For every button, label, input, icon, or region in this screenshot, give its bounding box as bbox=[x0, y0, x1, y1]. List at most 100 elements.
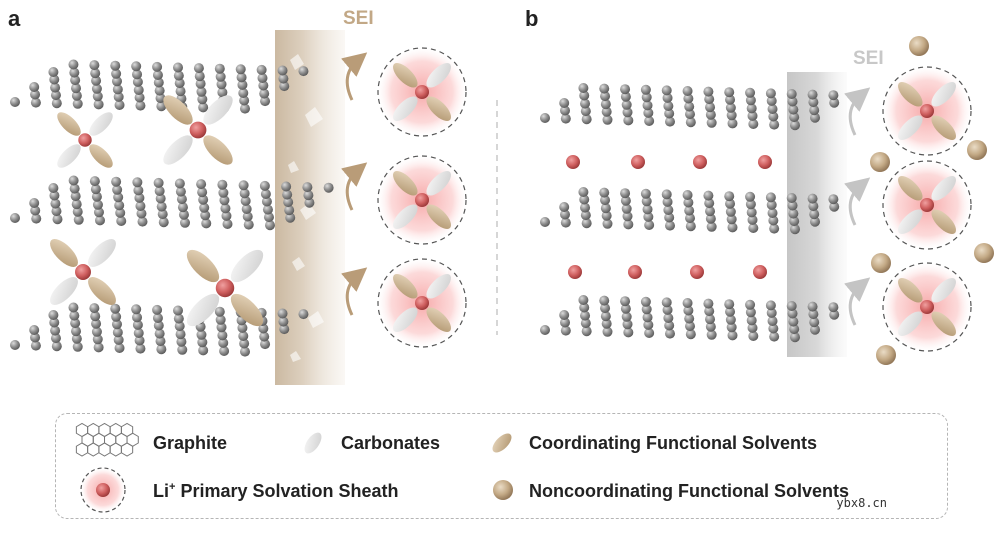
graphite-atom bbox=[808, 309, 819, 320]
graphite-atom bbox=[578, 187, 589, 197]
graphite-atom bbox=[726, 322, 737, 333]
graphite-atom bbox=[579, 302, 590, 313]
graphite-atom bbox=[71, 90, 82, 101]
graphite-atom bbox=[580, 310, 591, 321]
graphite-atom bbox=[136, 208, 147, 219]
graphite-atom bbox=[663, 101, 674, 111]
graphite-atom bbox=[540, 217, 550, 227]
graphite-atom bbox=[217, 179, 228, 190]
graphite-atom bbox=[790, 224, 800, 235]
graphite-atom bbox=[620, 91, 631, 102]
graphite-atom bbox=[239, 95, 250, 106]
graphite-atom bbox=[622, 107, 633, 118]
graphite-atom bbox=[829, 201, 840, 212]
graphite-atom bbox=[745, 87, 756, 98]
carbonate bbox=[89, 112, 113, 136]
graphite-atom bbox=[808, 201, 819, 212]
li-ion bbox=[753, 265, 767, 279]
graphite-atom bbox=[111, 319, 122, 330]
graphite-atom bbox=[747, 214, 758, 225]
graphite-atom bbox=[220, 203, 231, 214]
graphite-atom bbox=[50, 333, 61, 344]
graphite-atom bbox=[198, 345, 209, 356]
legend-graphics bbox=[75, 422, 513, 513]
graphite-atom bbox=[216, 322, 227, 333]
li-solvent-cluster bbox=[392, 170, 452, 230]
graphite-atom bbox=[600, 203, 611, 214]
carbonate bbox=[163, 135, 193, 165]
li-ion bbox=[758, 155, 772, 169]
graphite-atom bbox=[725, 102, 736, 113]
li-solvent-cluster bbox=[392, 62, 452, 122]
graphite-atom bbox=[132, 177, 143, 188]
graphite-atom bbox=[115, 207, 126, 218]
graphite-atom bbox=[706, 329, 717, 340]
graphite-atom bbox=[684, 205, 695, 216]
graphite-atom bbox=[809, 105, 820, 116]
graphite-atom bbox=[600, 303, 611, 314]
graphite-atom bbox=[559, 202, 570, 212]
graphite-atom bbox=[766, 95, 777, 106]
graphite-atom bbox=[685, 321, 696, 332]
graphite-atom bbox=[769, 223, 780, 234]
graphite-atom bbox=[621, 311, 632, 322]
graphite-atom bbox=[284, 205, 295, 216]
graphite-atom bbox=[173, 62, 183, 73]
coordinating-solvent bbox=[186, 249, 220, 283]
graphite-atom bbox=[154, 328, 165, 339]
graphite-atom bbox=[89, 60, 100, 71]
graphite-atom bbox=[581, 326, 592, 337]
li-solvent-cluster bbox=[186, 249, 264, 327]
graphite-atom bbox=[298, 66, 309, 77]
graphite-atom bbox=[113, 192, 124, 203]
graphite-atom bbox=[580, 202, 591, 213]
graphite-atom bbox=[662, 196, 673, 207]
graphite-sheet-b2 bbox=[540, 187, 840, 235]
graphite-atom bbox=[259, 88, 270, 99]
legend-sheath-label: Li+ Primary Solvation Sheath bbox=[153, 481, 399, 501]
graphite-atom bbox=[767, 316, 778, 326]
graphite-atom bbox=[71, 83, 82, 94]
coordinating-solvent bbox=[426, 204, 452, 230]
graphite-atom bbox=[196, 179, 207, 190]
carbonate bbox=[426, 273, 452, 299]
sei-label-a: SEI bbox=[343, 8, 374, 29]
graphite-atom bbox=[304, 197, 315, 208]
graphite-atom bbox=[197, 187, 208, 198]
graphite-atom bbox=[665, 220, 675, 231]
graphite-atom bbox=[175, 86, 186, 97]
graphite-atom bbox=[789, 324, 800, 335]
graphite-atom bbox=[71, 326, 82, 337]
graphite-atom bbox=[30, 89, 41, 100]
graphite-atom bbox=[665, 116, 675, 127]
graphite-atom bbox=[724, 191, 735, 202]
coordinating-solvent bbox=[897, 81, 923, 107]
graphite-atom bbox=[705, 206, 716, 217]
graphite-atom bbox=[154, 85, 165, 96]
graphite-atom bbox=[112, 84, 123, 95]
noncoordinating-solvent bbox=[909, 36, 929, 56]
graphite-atom bbox=[767, 208, 778, 218]
graphite-atom bbox=[95, 215, 105, 226]
graphite-atom bbox=[641, 92, 652, 103]
graphite-atom bbox=[788, 104, 799, 115]
carbonate bbox=[88, 239, 116, 267]
graphite-atom bbox=[285, 212, 296, 223]
li-solvent-cluster bbox=[897, 277, 957, 337]
legend-sheath-icon bbox=[80, 467, 126, 513]
graphite-atom bbox=[807, 193, 818, 204]
graphite-atom bbox=[642, 100, 653, 111]
graphite-atom bbox=[92, 199, 103, 210]
graphite-atom bbox=[258, 80, 269, 91]
graphite-atom bbox=[113, 334, 124, 345]
coordinating-solvent bbox=[897, 175, 923, 201]
graphite-atom bbox=[156, 101, 167, 112]
graphite-atom bbox=[600, 311, 611, 322]
graphite-atom bbox=[684, 101, 695, 112]
graphite-atom bbox=[682, 298, 693, 308]
graphite-atom bbox=[156, 344, 167, 355]
graphite-atom bbox=[30, 340, 41, 351]
graphite-atom bbox=[725, 314, 736, 325]
graphite-sheet-a1 bbox=[10, 59, 309, 114]
